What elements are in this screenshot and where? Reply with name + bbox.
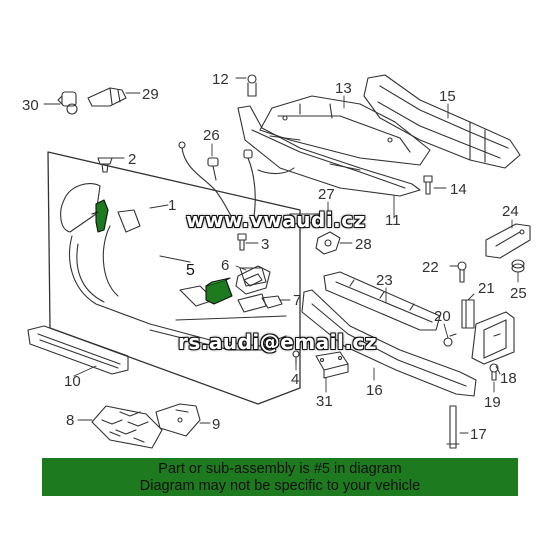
callout-14: 14	[450, 181, 467, 198]
part-24-bracket	[485, 223, 531, 259]
part-18-bracket	[471, 311, 515, 365]
callout-13: 13	[335, 80, 352, 97]
callout-29: 29	[142, 86, 159, 103]
callout-16: 16	[366, 382, 383, 399]
part-4-stud	[292, 350, 300, 365]
part-15-reinforcement	[363, 74, 521, 169]
watermark-website: www.vwaudi.cz	[186, 208, 366, 232]
callout-27: 27	[318, 186, 335, 203]
callout-8: 8	[66, 412, 74, 429]
part-13-support	[259, 95, 431, 166]
callout-23: 23	[376, 272, 393, 289]
banner-line-2: Diagram may not be specific to your vehi…	[139, 478, 421, 494]
callout-31: 31	[316, 393, 333, 410]
part-11-lower-shield	[237, 105, 421, 197]
callout-17: 17	[470, 426, 487, 443]
callout-28: 28	[355, 236, 372, 253]
part-21-bracket	[461, 299, 475, 329]
callout-9: 9	[212, 416, 220, 433]
watermark-email: rs.audi@email.cz	[178, 330, 377, 354]
callout-12: 12	[212, 71, 229, 88]
callout-18: 18	[500, 370, 517, 387]
callout-21: 21	[478, 280, 495, 297]
callout-26: 26	[203, 127, 220, 144]
callout-19: 19	[484, 394, 501, 411]
callout-2: 2	[128, 151, 136, 168]
callout-15: 15	[439, 88, 456, 105]
part-31-module	[315, 351, 349, 379]
part-8-honeycomb-grille	[91, 405, 163, 449]
callout-25: 25	[510, 285, 527, 302]
callout-5: 5	[186, 262, 195, 279]
part-22-bolt	[457, 261, 467, 283]
part-29-sensor	[87, 87, 127, 107]
part-17-bolt	[446, 405, 460, 449]
part-1-bumper-cover	[47, 151, 301, 405]
part-28-bracket	[315, 231, 341, 255]
part-10-grille-strip	[27, 325, 129, 375]
part-6-cover	[235, 265, 271, 295]
part-27-bracket	[289, 213, 323, 225]
part-2-clip	[97, 157, 113, 173]
part-19-bolt	[489, 363, 499, 381]
part-3-screw	[237, 233, 247, 251]
part-16-beam	[301, 289, 477, 397]
part-14-bolt	[423, 175, 433, 195]
callout-7: 7	[293, 292, 301, 309]
callout-10: 10	[64, 373, 81, 390]
callout-4: 4	[291, 371, 299, 388]
part-9-bracket	[155, 403, 201, 437]
callout-20: 20	[434, 308, 451, 325]
callout-3: 3	[261, 236, 269, 253]
part-12-bolt	[247, 74, 257, 97]
part-5-highlighted	[91, 199, 233, 305]
callout-30: 30	[22, 97, 39, 114]
leader-lines	[43, 77, 519, 434]
part-7-bracket	[261, 295, 283, 309]
callout-11: 11	[385, 212, 401, 229]
callout-6: 6	[221, 257, 229, 274]
part-30-clip	[57, 91, 78, 115]
callout-1: 1	[168, 197, 176, 214]
callout-22: 22	[422, 259, 439, 276]
part-23-absorber	[323, 271, 441, 331]
part-25-nut	[511, 259, 525, 273]
info-banner: Part or sub-assembly is #5 in diagram Di…	[42, 458, 518, 496]
callout-labels: 30 29 12 13 15 26 2 1 27 14 11 24 3 28 6…	[22, 71, 527, 443]
banner-line-1: Part or sub-assembly is #5 in diagram	[158, 461, 402, 477]
part-20-bolt	[443, 333, 457, 347]
callout-24: 24	[502, 203, 519, 220]
